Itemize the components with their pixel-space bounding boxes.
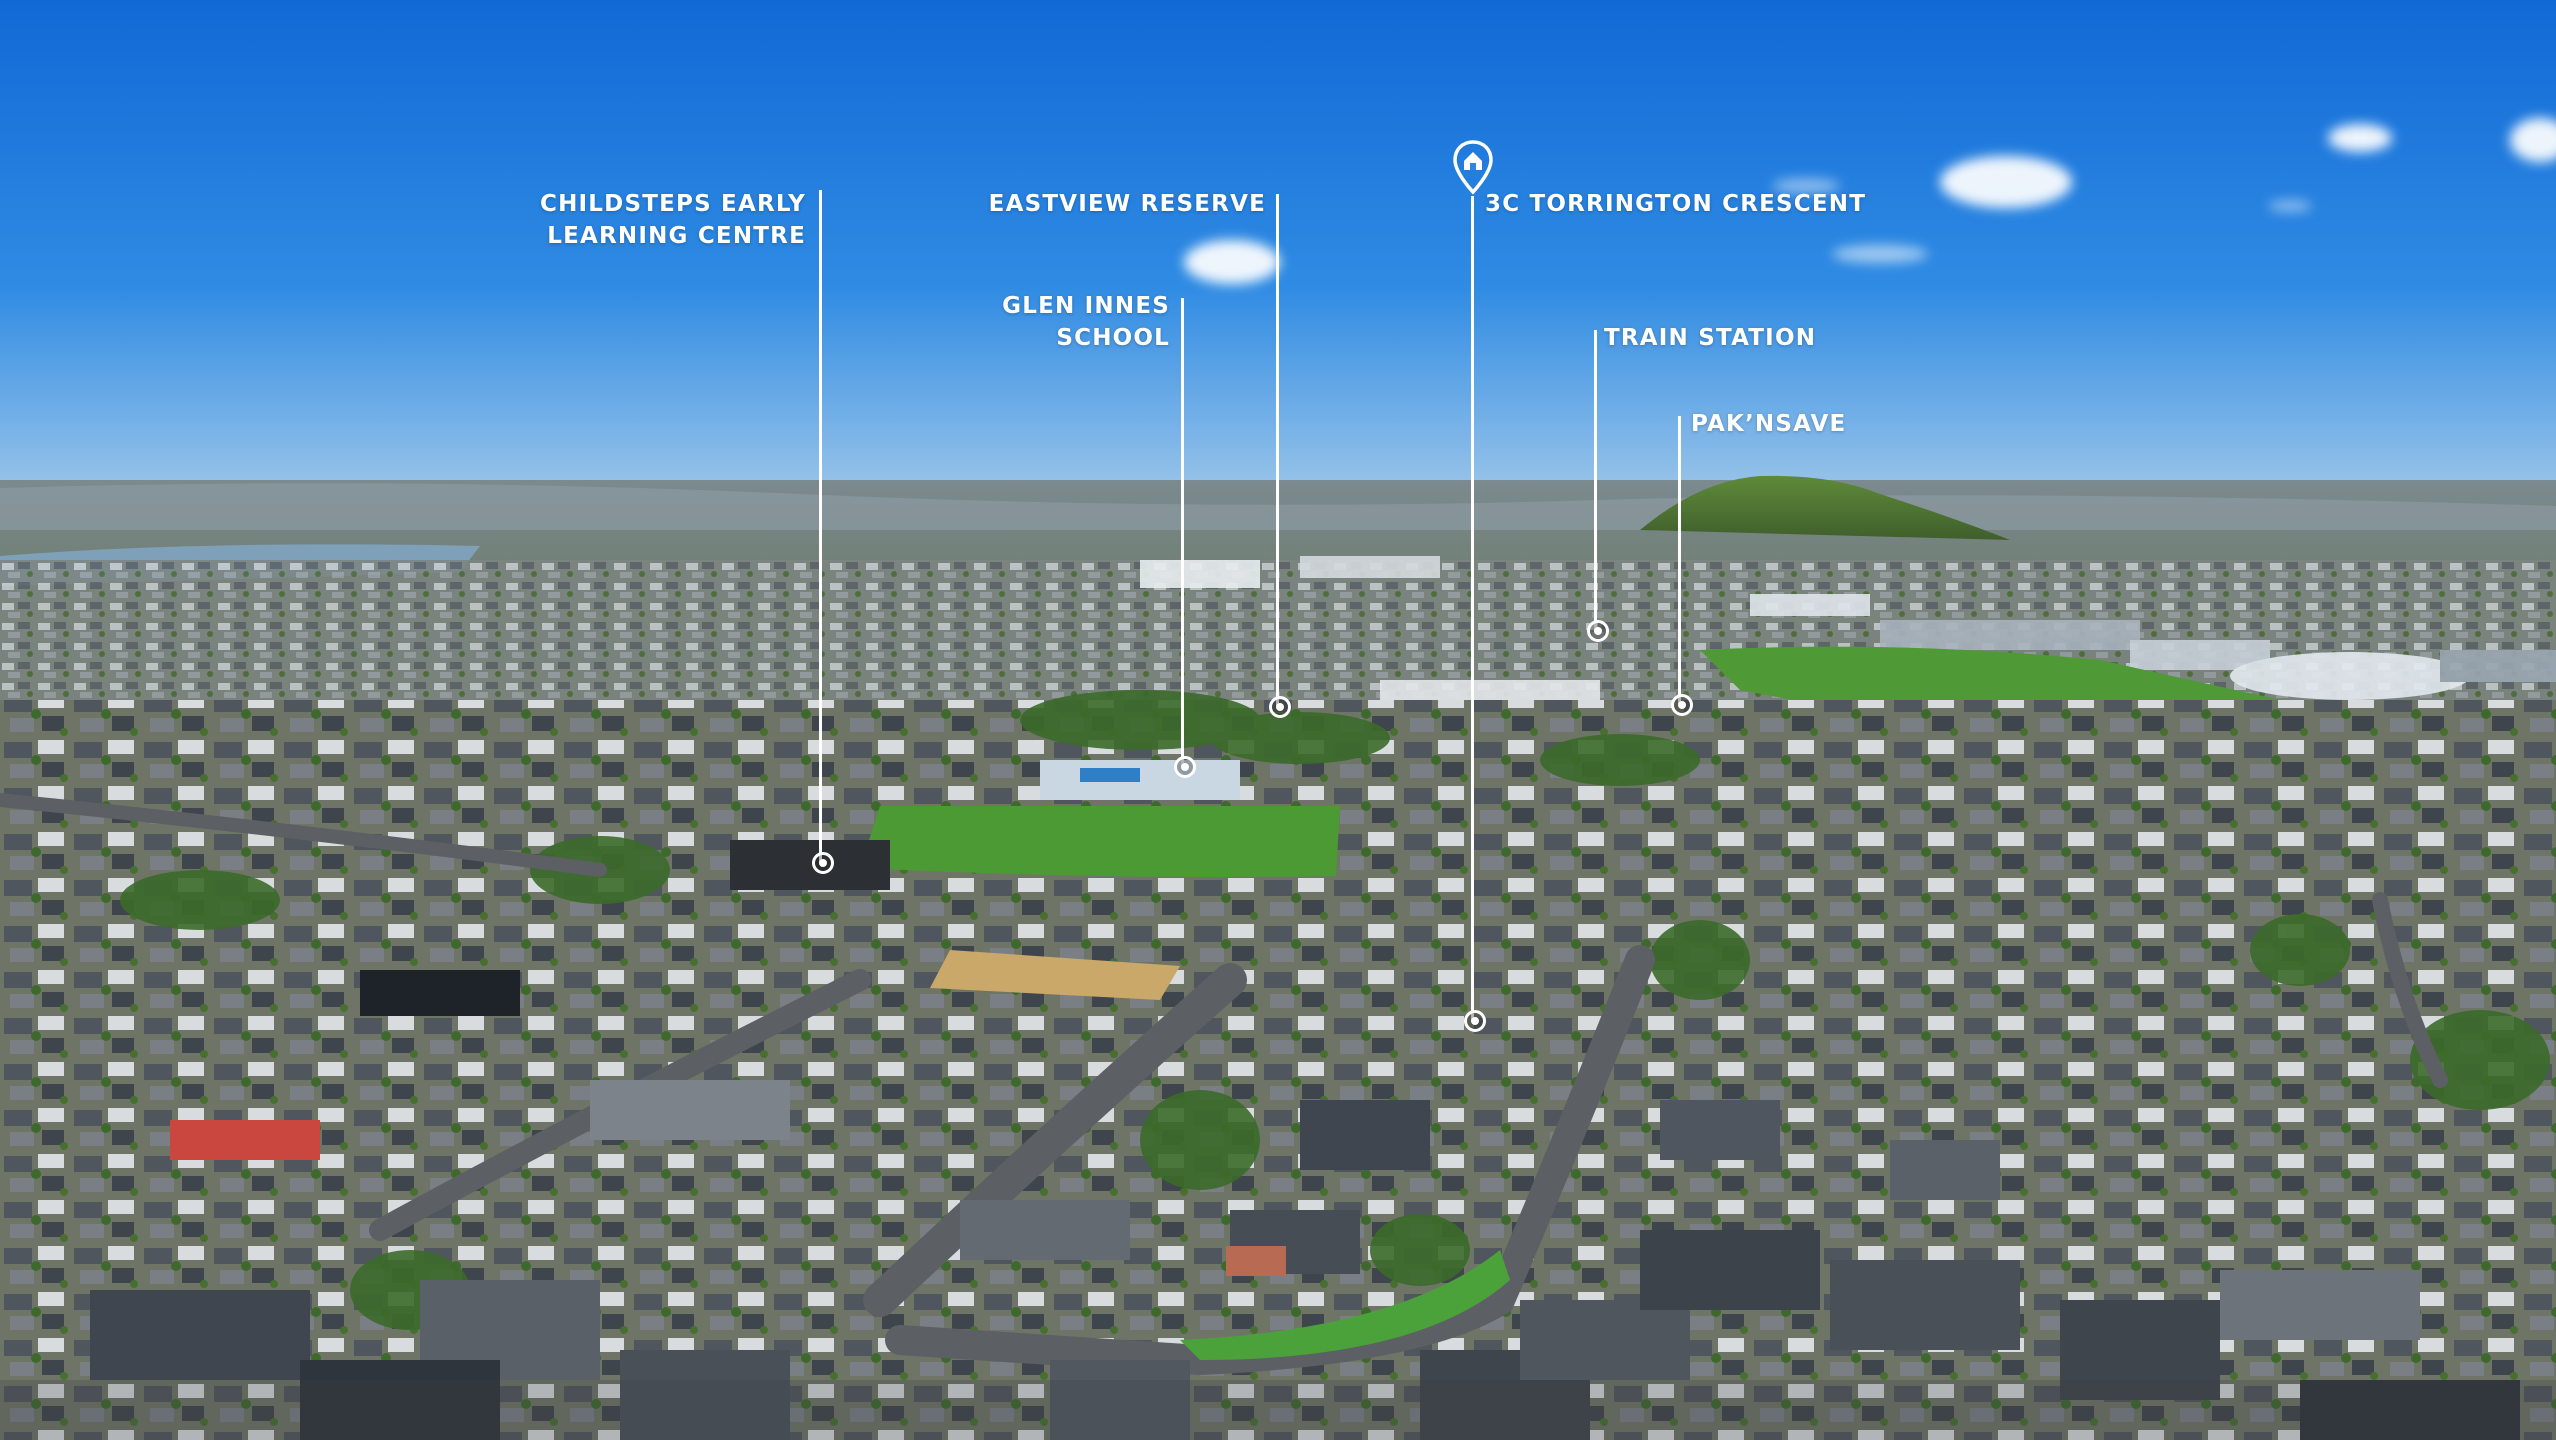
train-label-line-1: TRAIN STATION xyxy=(1604,325,1817,351)
glen-innes-stem xyxy=(1181,298,1184,766)
glen-innes-label-line-2: SCHOOL xyxy=(1056,325,1170,351)
paknsave-stem xyxy=(1678,416,1681,704)
property-stem xyxy=(1471,196,1474,1020)
glen-innes-label-line-1: GLEN INNES xyxy=(1002,293,1170,319)
childsteps-stem xyxy=(819,190,822,862)
childsteps-label-line-1: CHILDSTEPS EARLY xyxy=(540,191,806,217)
glen-innes-marker-dot xyxy=(1174,756,1196,778)
paknsave-label-line-1: PAK’NSAVE xyxy=(1691,411,1847,437)
eastview-stem xyxy=(1276,194,1279,706)
paknsave-marker-dot xyxy=(1671,694,1693,716)
childsteps-label-line-2: LEARNING CENTRE xyxy=(547,223,806,249)
paknsave-label: PAK’NSAVE xyxy=(1691,408,1846,440)
home-pin-icon xyxy=(1453,140,1493,195)
train-stem xyxy=(1594,330,1597,630)
train-marker-dot xyxy=(1587,620,1609,642)
eastview-label: EASTVIEW RESERVE xyxy=(940,188,1266,220)
property-marker-dot xyxy=(1464,1010,1486,1032)
property-label-line-1: 3C TORRINGTON CRESCENT xyxy=(1485,191,1867,217)
eastview-label-line-1: EASTVIEW RESERVE xyxy=(988,191,1266,217)
glen-innes-label: GLEN INNES SCHOOL xyxy=(960,290,1170,354)
train-label: TRAIN STATION xyxy=(1604,322,1816,354)
property-label: 3C TORRINGTON CRESCENT xyxy=(1485,188,1866,220)
childsteps-label: CHILDSTEPS EARLY LEARNING CENTRE xyxy=(500,188,806,252)
childsteps-marker-dot xyxy=(812,852,834,874)
eastview-marker-dot xyxy=(1269,696,1291,718)
